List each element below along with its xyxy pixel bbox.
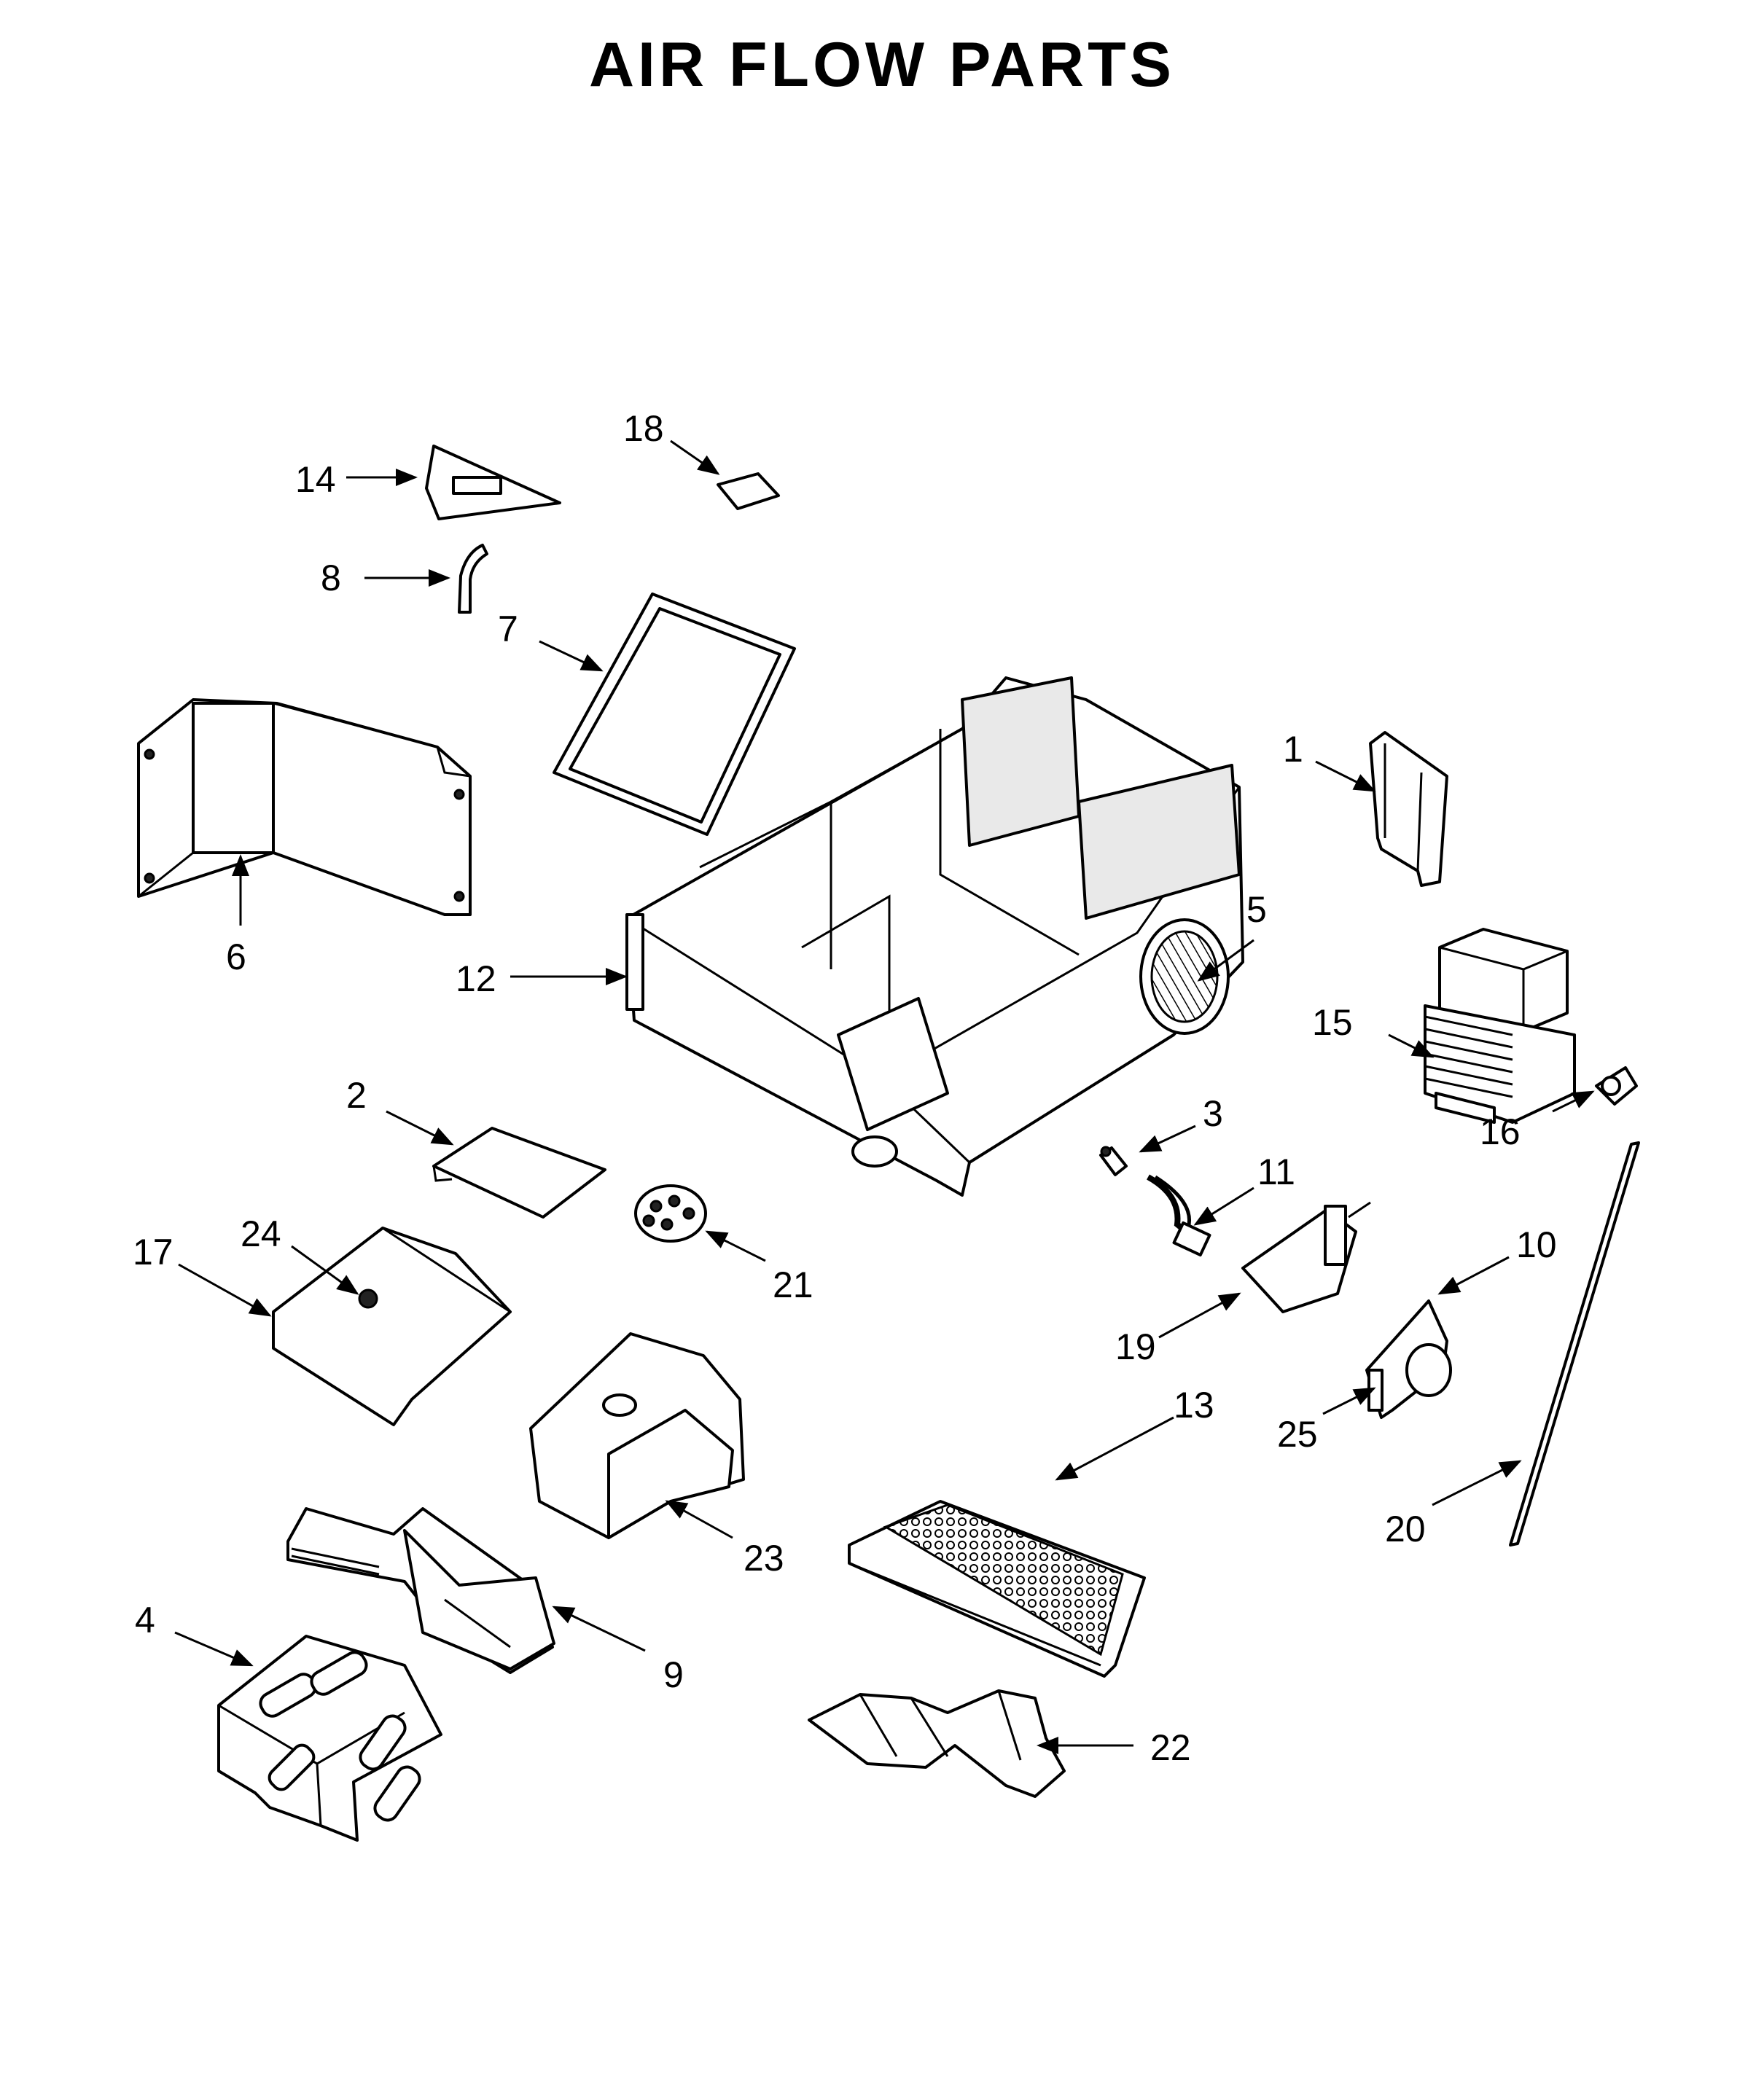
callout-4: 4 [135,1600,155,1641]
part-15-transformer [1424,928,1576,1124]
part-12-base-assembly [625,676,1244,1197]
callout-21: 21 [773,1264,813,1305]
part-11-harness [1147,1174,1211,1257]
callout-5: 5 [1246,889,1267,930]
callout-25: 25 [1277,1414,1318,1455]
part-10-switch-bracket [1365,1299,1452,1419]
part-9-air-guide [286,1507,555,1674]
callout-22: 22 [1150,1727,1191,1768]
part-18-pad [717,472,780,510]
callout-24: 24 [241,1213,281,1254]
callout-1: 1 [1283,729,1303,770]
callout-23: 23 [744,1538,784,1579]
callout-2: 2 [346,1075,367,1116]
callout-15: 15 [1312,1002,1353,1043]
part-2-shield [432,1127,606,1219]
callout-17: 17 [133,1232,173,1272]
callout-11: 11 [1257,1151,1295,1192]
callout-14: 14 [295,459,336,500]
part-6-shroud [137,698,472,916]
part-4-bracket [217,1635,442,1842]
callout-19: 19 [1115,1326,1156,1367]
leader-arrows [174,439,1595,1754]
part-8-tube [458,544,488,614]
callout-7: 7 [498,609,518,649]
callout-10: 10 [1516,1224,1557,1265]
callout-18: 18 [623,408,664,449]
callout-20: 20 [1385,1509,1426,1549]
callout-8: 8 [321,558,341,598]
part-3-fuse [1099,1146,1128,1176]
part-22-duct [808,1689,1066,1798]
part-7-filter-frame [553,593,796,836]
callout-9: 9 [663,1654,684,1695]
part-1-bracket [1369,731,1448,887]
part-20-rod [1509,1141,1640,1547]
callout-13: 13 [1174,1385,1214,1426]
part-19-sensor-board [1241,1201,1371,1313]
part-21-motor [634,1184,707,1243]
callout-3: 3 [1203,1093,1223,1134]
callout-6: 6 [226,937,246,977]
callout-12: 12 [456,958,496,999]
page-title: AIR FLOW PARTS [588,30,1176,100]
callout-16: 16 [1480,1111,1521,1152]
part-23-duct [529,1332,745,1539]
part-13-grille [848,1500,1146,1678]
part-16-thermostat [1595,1066,1638,1106]
part-17-cover [272,1227,512,1426]
part-14-bracket [425,445,561,520]
callout-labels: 1 2 3 4 5 6 7 8 9 10 11 12 13 14 15 16 1… [133,408,1557,1768]
